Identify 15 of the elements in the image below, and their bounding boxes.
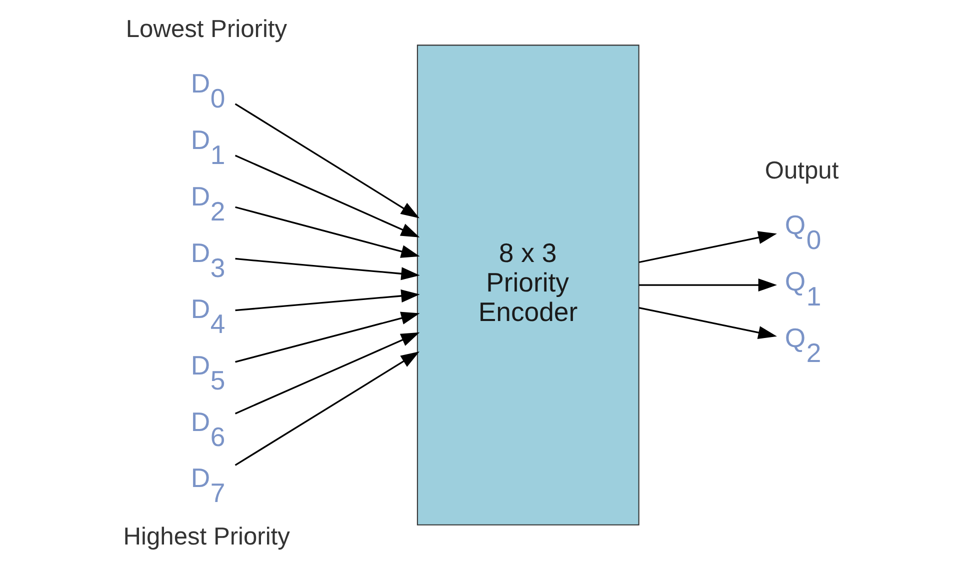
arrow [235, 206, 420, 258]
arrow [234, 154, 420, 238]
arrow [638, 306, 777, 339]
label: Lowest Priority [126, 16, 288, 44]
arrow [234, 103, 420, 218]
label: Highest Priority [123, 524, 290, 551]
arrow [235, 312, 420, 363]
node-box: 8 x 3 Priority Encoder [416, 44, 640, 526]
arrow [234, 351, 420, 466]
arrow [234, 332, 420, 414]
arrow [639, 278, 777, 292]
label: Output [764, 158, 839, 185]
arrow [235, 289, 420, 312]
arrow [235, 258, 420, 280]
arrow [638, 231, 777, 264]
